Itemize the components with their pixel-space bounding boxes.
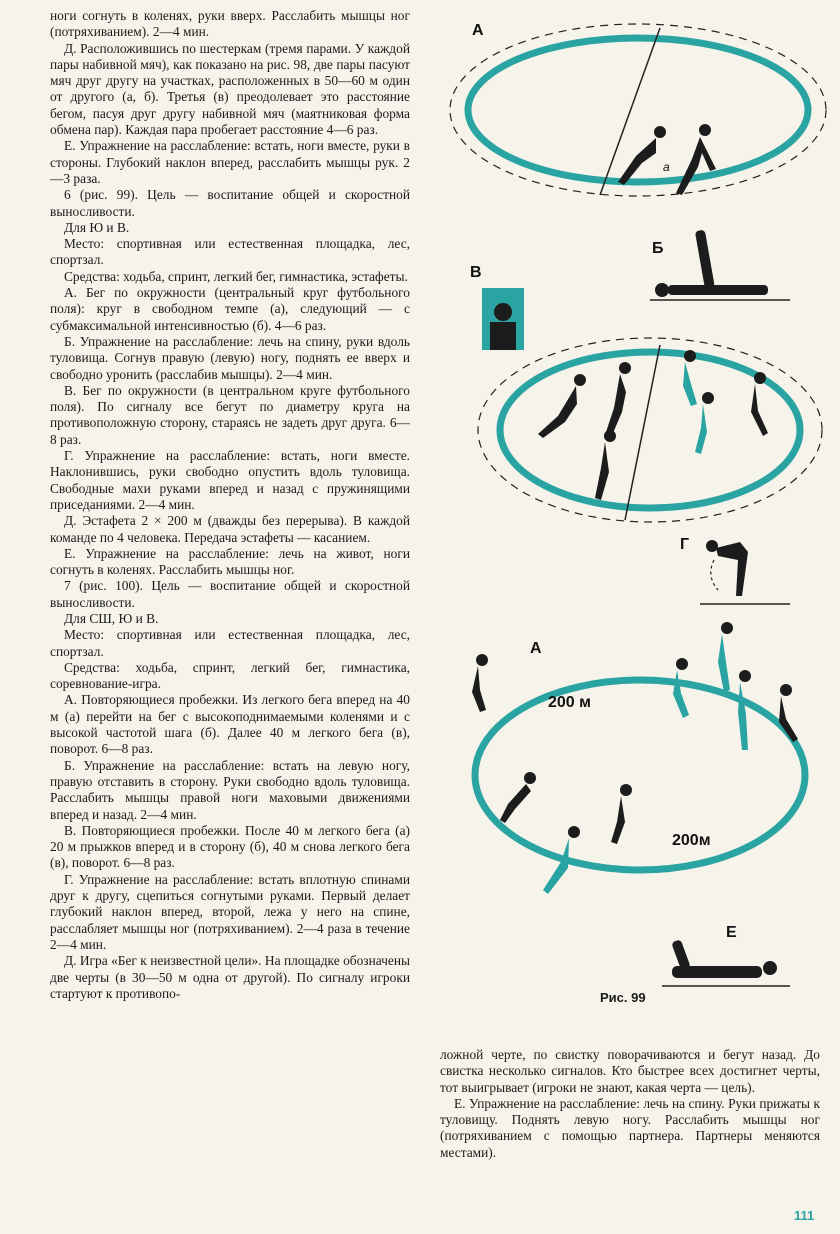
figure-label-small-a: а bbox=[663, 160, 670, 174]
paragraph: Д. Эстафета 2 × 200 м (дважды без переры… bbox=[50, 513, 410, 545]
paragraph: Средства: ходьба, спринт, легкий бег, ги… bbox=[64, 268, 408, 284]
paragraph: А. Повторяющиеся пробежки. Из легкого бе… bbox=[50, 692, 410, 757]
paragraph: 6 (рис. 99). Цель — воспитание общей и с… bbox=[50, 187, 410, 219]
dashed-path-v bbox=[477, 337, 823, 523]
paragraph: Д. Игра «Бег к неизвестной цели». На пло… bbox=[50, 953, 410, 1001]
belly-figure-e bbox=[672, 940, 777, 978]
track-oval-relay bbox=[471, 676, 809, 874]
paragraph: Средства: ходьба, спринт, легкий бег, ги… bbox=[50, 659, 410, 692]
paragraph: ноги согнуть в коленях, руки вверх. Расс… bbox=[50, 8, 410, 40]
lying-figure-b bbox=[655, 230, 768, 297]
paragraph: ложной черте, по свистку поворачиваются … bbox=[440, 1047, 820, 1095]
relay-runners bbox=[472, 622, 798, 894]
left-text-column: ноги согнуть в коленях, руки вверх. Расс… bbox=[50, 8, 410, 1002]
figure-label-v: В bbox=[470, 264, 482, 281]
paragraph: Е. Упражнение на расслабление: лечь на ж… bbox=[50, 545, 410, 578]
page-number: 111 bbox=[794, 1208, 815, 1223]
paragraph: 7 (рис. 100). Цель — воспитание общей и … bbox=[50, 578, 410, 610]
running-group-v bbox=[538, 350, 768, 500]
figure-label-a2: А bbox=[530, 640, 542, 657]
paragraph: В. Повторяющиеся пробежки. После 40 м ле… bbox=[50, 822, 410, 871]
paragraph: Д. Расположившись по шестеркам (тремя па… bbox=[50, 40, 410, 138]
distance-label-bottom: 200м bbox=[672, 832, 711, 849]
paragraph: А. Бег по окружности (центральный круг ф… bbox=[50, 285, 410, 333]
right-text-column: ложной черте, по свистку поворачиваются … bbox=[440, 1047, 820, 1161]
track-oval-v bbox=[496, 348, 804, 512]
paragraph: Г. Упражнение на расслабление: встать вп… bbox=[50, 871, 410, 952]
figure-labels: А а Б В Г А Е bbox=[430, 0, 840, 1040]
figure-label-g: Г bbox=[680, 536, 690, 553]
figure-label-a: А bbox=[472, 22, 484, 39]
figure-label-e: Е bbox=[726, 924, 737, 941]
bending-figure-g bbox=[706, 540, 748, 596]
paragraph: Для Ю и В. bbox=[64, 219, 130, 235]
dashed-path-a bbox=[449, 23, 827, 197]
figure-caption: Рис. 99 bbox=[600, 990, 646, 1005]
figure-label-b: Б bbox=[652, 240, 664, 257]
paragraph: Б. Упражнение на расслабление: встать на… bbox=[50, 757, 410, 822]
track-oval-a bbox=[464, 34, 812, 186]
paragraph: Б. Упражнение на расслабление: лечь на с… bbox=[50, 333, 410, 382]
paragraph: Е. Упражнение на расслабление: встать, н… bbox=[50, 138, 410, 186]
paragraph: Место: спортивная или естественная площа… bbox=[50, 627, 410, 659]
runner-figure bbox=[618, 124, 716, 195]
paragraph: Г. Упражнение на расслабление: встать, н… bbox=[50, 448, 410, 512]
paragraph: В. Бег по окружности (в центральном круг… bbox=[50, 382, 410, 447]
paragraph: Е. Упражнение на расслабление: лечь на с… bbox=[440, 1095, 820, 1160]
divider-line-v bbox=[624, 344, 661, 521]
divider-line-a bbox=[599, 27, 661, 196]
paragraph: Для СШ, Ю и В. bbox=[64, 610, 159, 626]
distance-label-top: 200 м bbox=[548, 694, 591, 711]
paragraph: Место: спортивная или естественная площа… bbox=[50, 236, 410, 268]
